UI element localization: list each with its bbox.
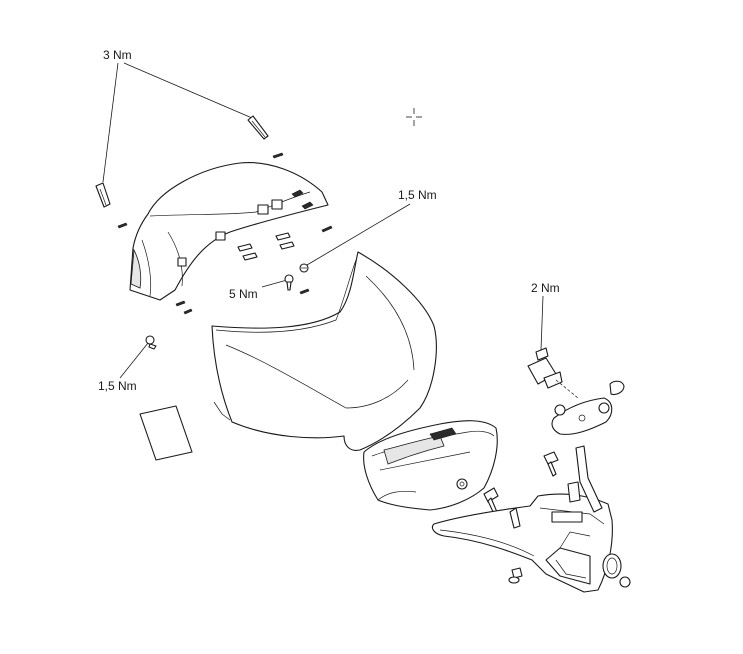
small-clips	[117, 152, 333, 315]
screw-1-5nm-right	[299, 263, 309, 273]
torque-label-2nm: 2 Nm	[531, 281, 560, 295]
crosshair-mark	[406, 108, 422, 126]
screw-1-5nm-left	[145, 335, 157, 350]
washer-ring	[602, 553, 622, 579]
bottom-screw	[508, 567, 523, 584]
label-sticker	[139, 405, 193, 461]
torque-label-1-5nm-left: 1,5 Nm	[98, 379, 137, 393]
torque-label-3nm: 3 Nm	[103, 48, 132, 62]
long-screw-top	[247, 115, 269, 140]
screw-housing-center	[483, 487, 499, 515]
bracket-screw-2nm	[527, 347, 579, 399]
headlight-housing	[363, 420, 498, 511]
torque-label-5nm: 5 Nm	[229, 287, 258, 301]
mounting-plate	[551, 380, 625, 435]
small-nut	[619, 576, 631, 588]
long-screw-left	[95, 182, 111, 208]
leader-lines	[102, 62, 544, 379]
upper-fairing-cover	[129, 161, 329, 301]
screw-bracket-left	[543, 451, 559, 477]
screw-5nm	[284, 274, 294, 291]
windscreen	[211, 251, 437, 451]
torque-label-1-5nm-right: 1,5 Nm	[398, 188, 437, 202]
